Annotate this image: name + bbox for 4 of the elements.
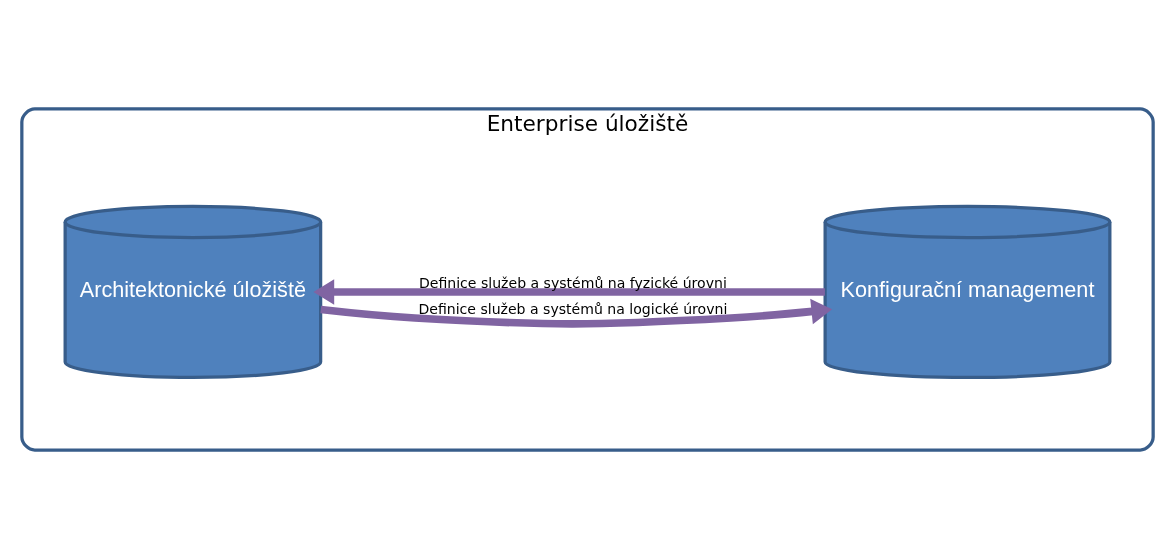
- edge-label: Definice služeb a systémů na fyzické úrovni: [418, 275, 727, 292]
- arrow: [313, 279, 825, 305]
- edge-label: Definice služeb a systémů na logické úrovni: [418, 301, 728, 318]
- arrow: [320, 298, 833, 328]
